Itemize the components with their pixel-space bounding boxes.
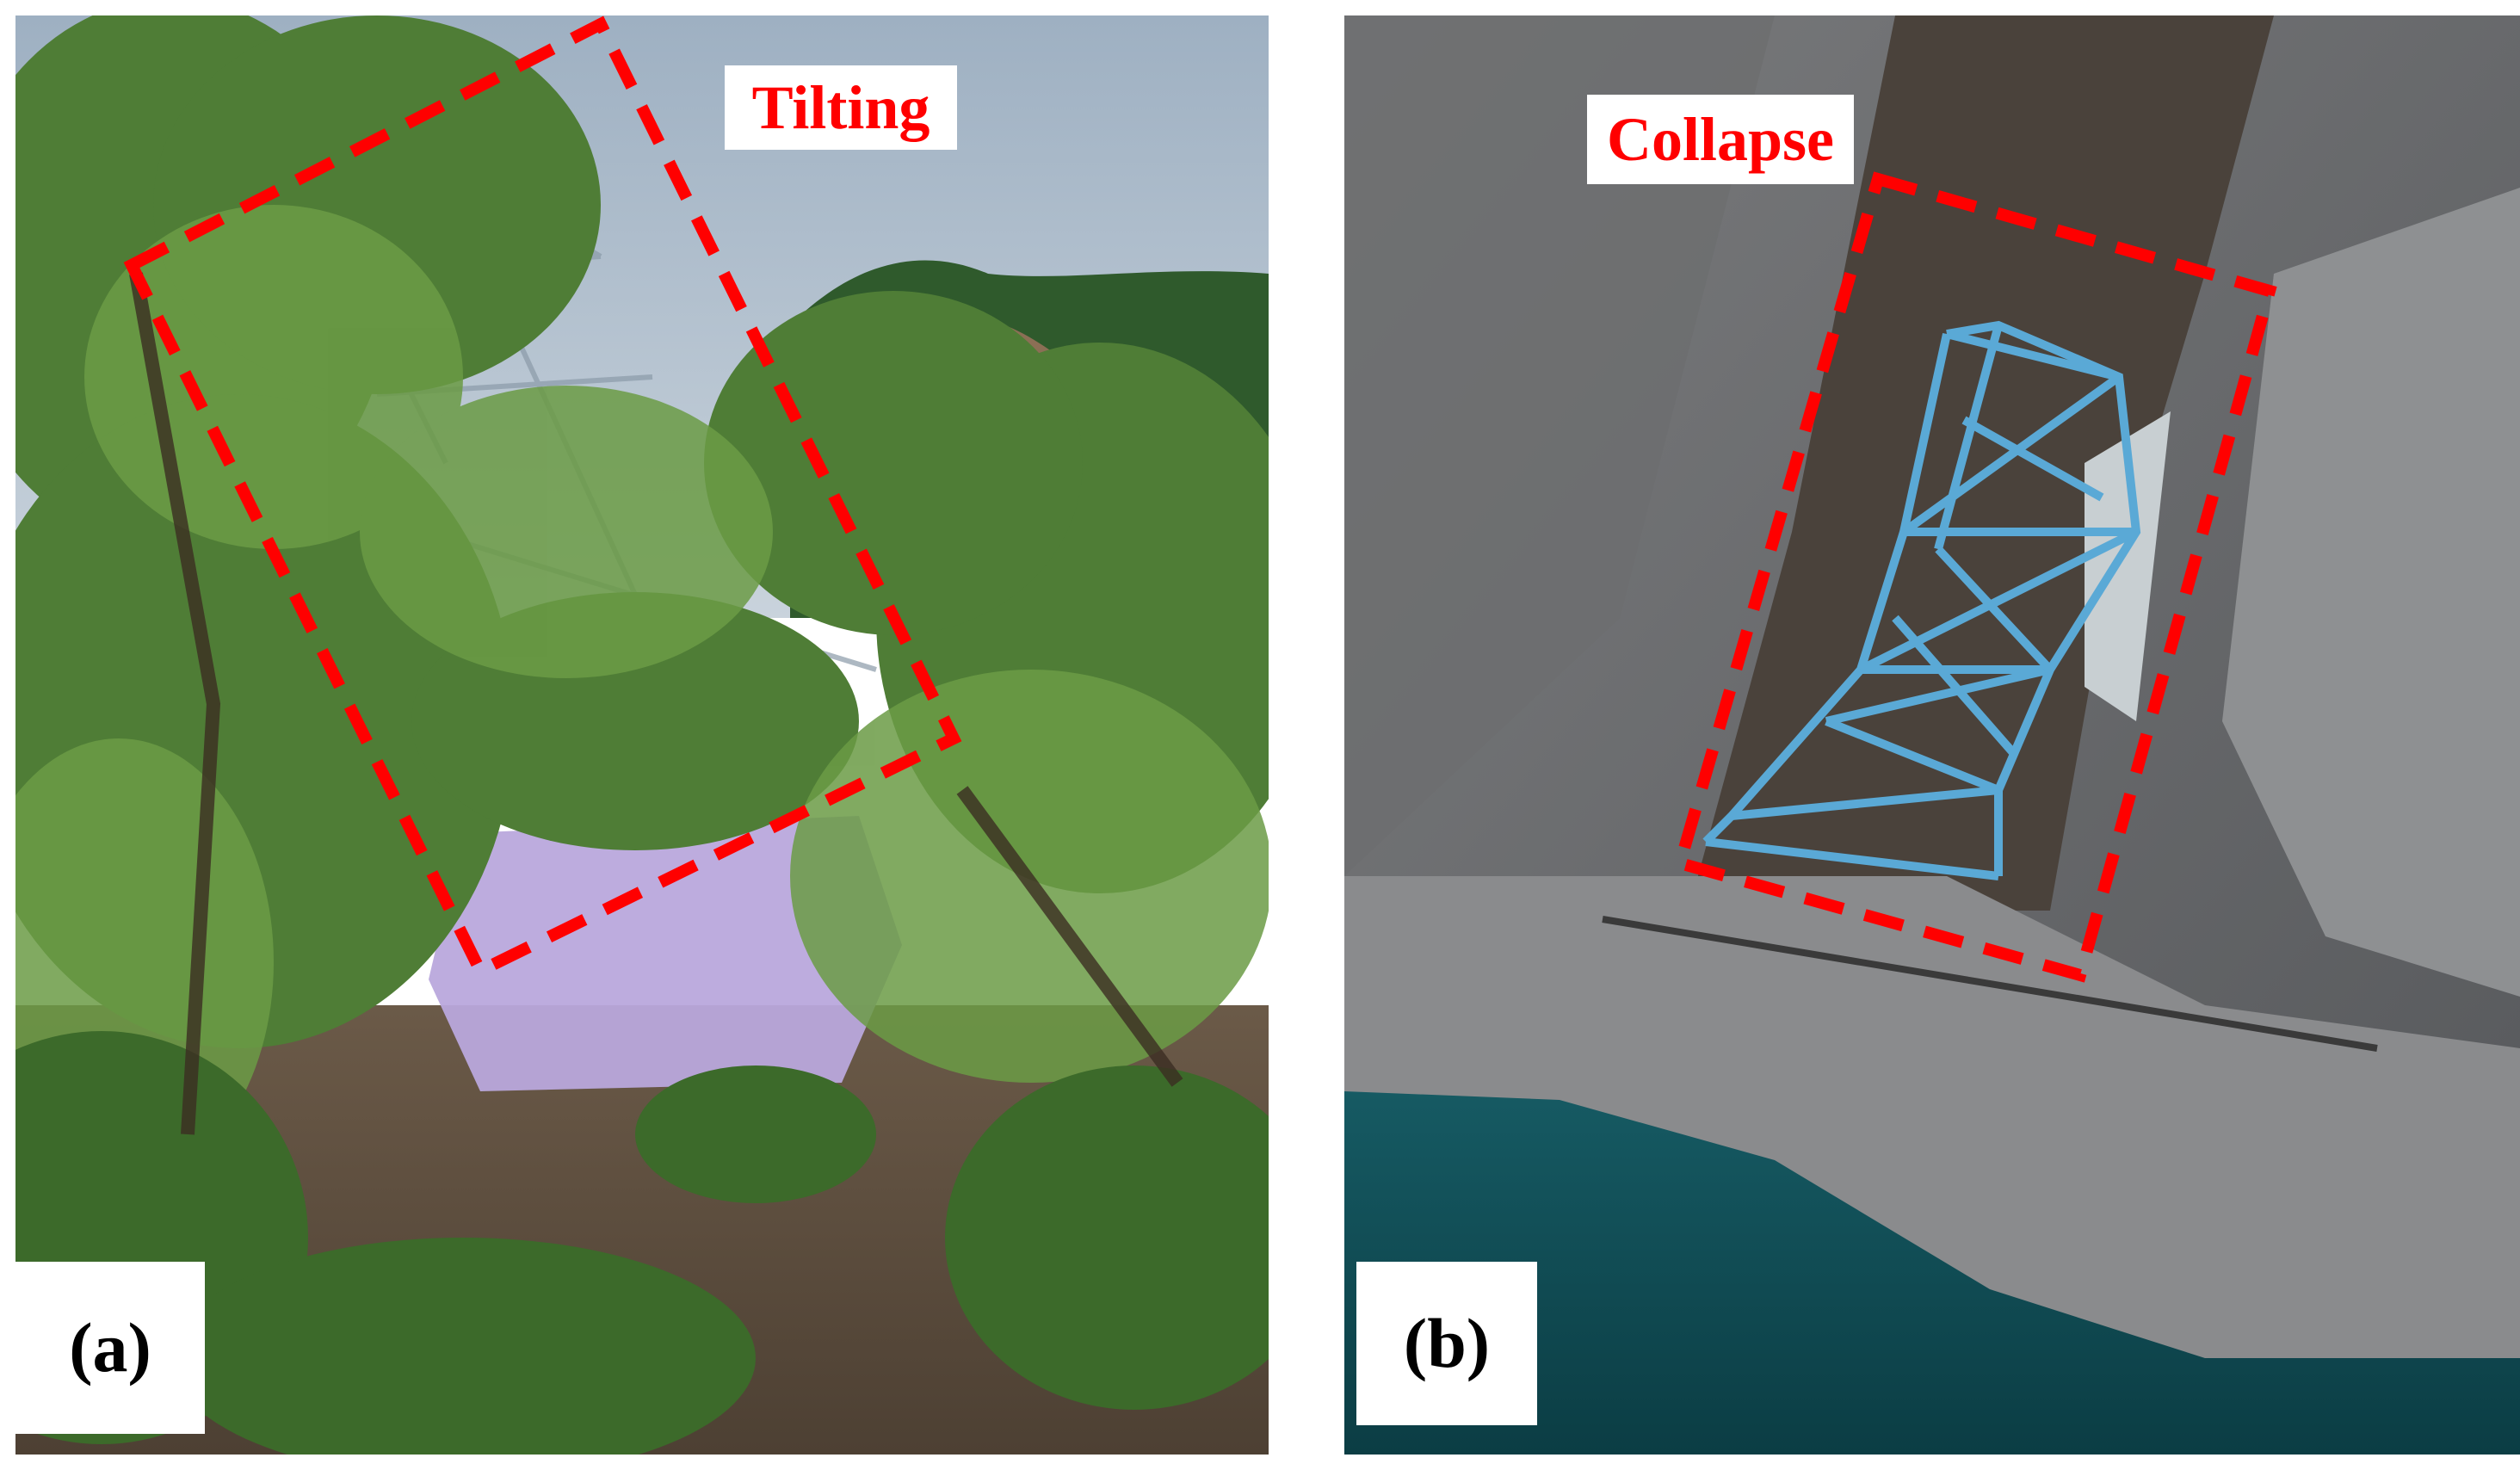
panel-label-b: (b) (1356, 1262, 1537, 1425)
annotation-label-tilting: Tilting (725, 65, 957, 150)
annotation-label-collapse: Collapse (1587, 95, 1854, 184)
panel-a-photo: Tilting (a) (15, 15, 1269, 1455)
panel-b-scene (1344, 15, 2520, 1455)
panel-b-photo: Collapse (b) (1344, 15, 2520, 1455)
tower-lattice-icon (1702, 320, 2141, 880)
panel-label-a: (a) (15, 1262, 205, 1434)
dashed-box-icon (1672, 171, 2277, 983)
panel-a-scene (15, 15, 1269, 1455)
dashed-box-icon (123, 15, 962, 979)
